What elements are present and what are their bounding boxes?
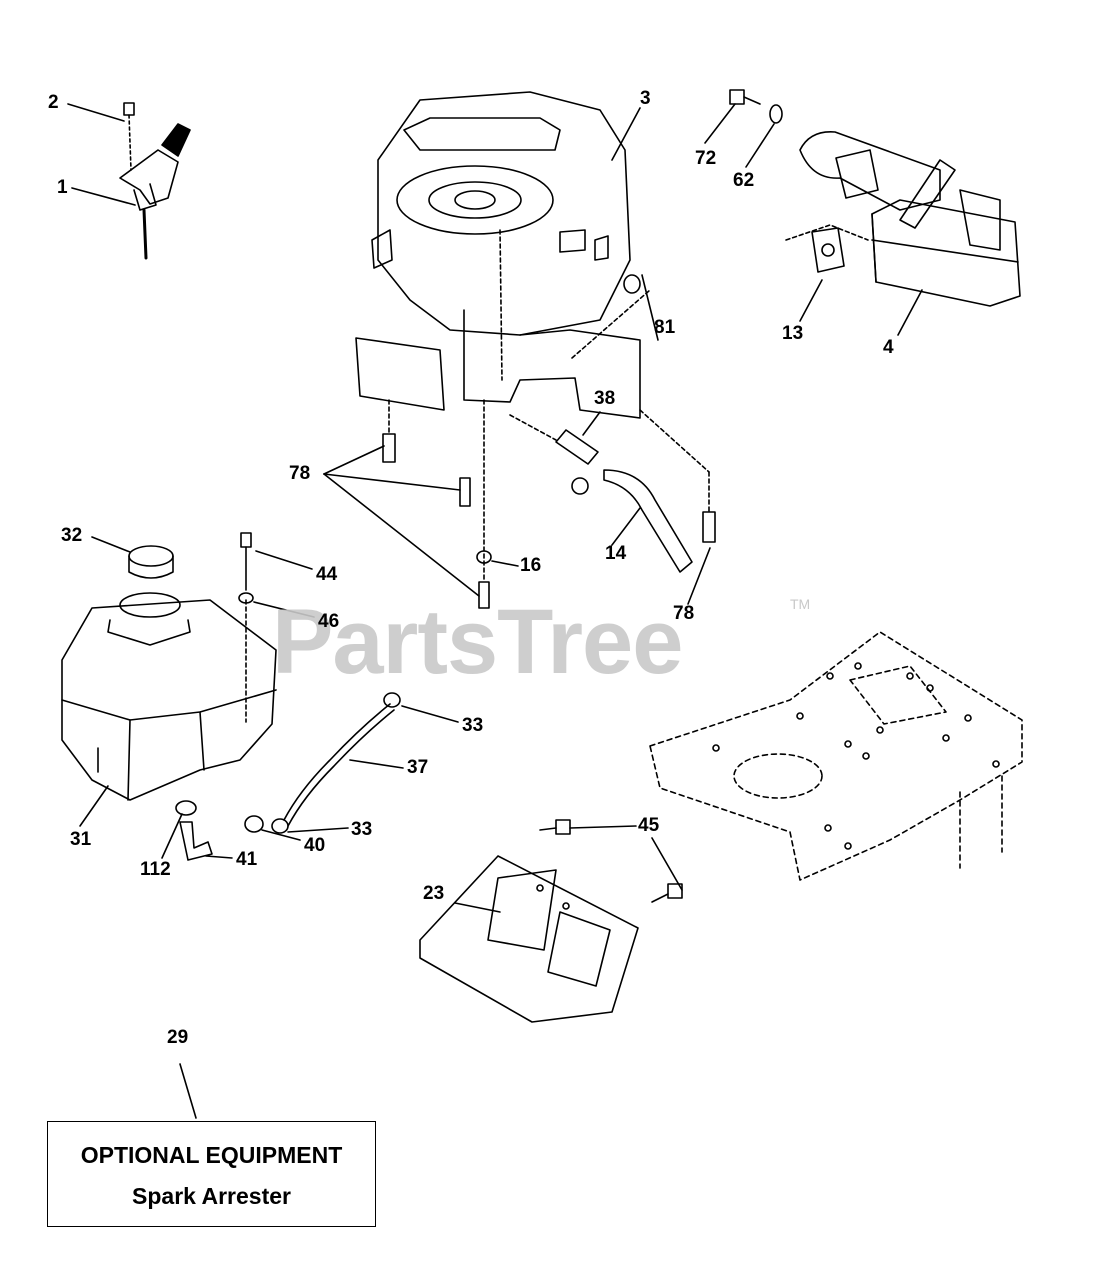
callout-72: 72 [695,148,717,169]
spark-arrester-label: Spark Arrester [132,1183,291,1209]
optional-equipment-box: OPTIONAL EQUIPMENT Spark Arrester [47,1121,376,1227]
frame-part [649,631,1023,881]
leader-40 [261,829,301,841]
leader-78b [687,547,711,605]
callout-2: 2 [48,92,59,113]
frame-holes [712,662,1000,850]
partstree-watermark: PartsTree [272,591,683,693]
nut-81-part [571,274,651,359]
callout-40: 40 [304,835,326,856]
heat-shield-part [419,855,639,1023]
leader-37 [349,759,404,769]
callout-44: 44 [316,564,338,585]
leader-33b [287,827,349,833]
bolt-72-part [729,89,761,105]
screw-44-part [240,532,252,723]
callout-16: 16 [520,555,542,576]
fuel-tank-part [61,592,277,801]
callout-81: 81 [654,317,676,338]
leader-31 [79,785,109,827]
callout-37: 37 [407,757,429,778]
bolt-45-part [539,819,683,903]
muffler-part [799,131,1021,307]
leader-1 [71,187,136,206]
leader-81 [641,274,659,341]
callout-13: 13 [782,323,804,344]
leader-78a-1 [323,445,385,475]
callout-33b: 33 [351,819,373,840]
elbow-41-part [179,821,213,861]
leader-62 [745,123,775,168]
trademark-mark: TM [790,596,811,612]
leader-2 [67,103,125,122]
bolt-78-part [382,399,716,609]
leader-23 [454,902,501,913]
throttle-control-part [119,102,191,260]
grommet-112-part [175,800,197,816]
leader-33a [401,705,459,723]
bushing-40-part [244,815,264,833]
engine-part [355,91,641,419]
washer-16-part [476,550,492,564]
leader-3 [611,107,641,161]
fuel-cap-part [128,545,174,579]
callout-45: 45 [638,815,660,836]
washer-46-part [238,592,254,604]
fuel-line-part [283,703,395,827]
callout-23: 23 [423,883,445,904]
callout-32: 32 [61,525,83,546]
fuel-filter-part [509,414,599,495]
leader-32 [91,536,131,553]
callout-4: 4 [883,337,894,358]
leader-45a [569,825,637,829]
callout-14: 14 [605,543,627,564]
leader-38 [582,411,601,436]
clamp-33b-part [271,818,289,834]
leader-29 [179,1063,197,1119]
callout-29: 29 [167,1027,189,1048]
callout-31: 31 [70,829,92,850]
callout-46: 46 [318,611,340,632]
callout-78b: 78 [673,603,695,624]
callout-3: 3 [640,88,651,109]
leader-72 [704,103,736,144]
leader-78a-2 [323,473,461,491]
callout-78a: 78 [289,463,311,484]
callout-41: 41 [236,849,258,870]
leader-46 [253,601,315,618]
gasket-part [785,224,869,273]
callout-33a: 33 [462,715,484,736]
callout-38: 38 [594,388,616,409]
leader-4 [897,289,923,336]
callout-62: 62 [733,170,755,191]
leader-45b [651,837,683,891]
optional-equipment-title: OPTIONAL EQUIPMENT [80,1142,343,1168]
clamp-33a-part [383,692,401,708]
leader-78a-3 [323,473,480,597]
leader-14 [611,507,641,546]
callout-1: 1 [57,177,68,198]
leader-44 [255,550,313,570]
leader-112 [161,813,183,859]
leader-16 [491,560,519,567]
leader-13 [799,279,823,322]
callout-112: 112 [140,859,171,880]
leader-41 [205,855,233,859]
fuel-hose-part [603,469,693,573]
washer-62-part [769,104,783,124]
